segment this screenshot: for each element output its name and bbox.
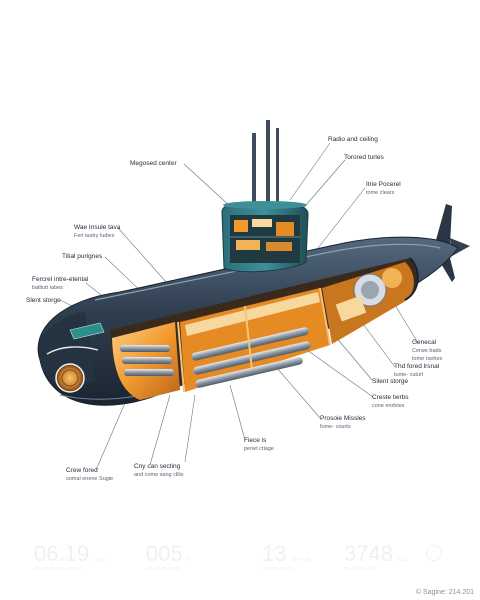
label-magnetic-center: Megosed center [130,160,177,167]
hull-highlight [94,243,441,301]
label-silent-storage-right: Silent storge [372,378,409,385]
ghost-stat-1: 06.19 oayt ttie tomnt teve cosvrs [34,541,105,573]
sonar-ring [61,369,79,387]
bow-ring [46,346,99,355]
tower-top [223,201,307,209]
ghost-stat-3: 13 Sie ede tom ttie hmmr [262,541,312,573]
cutaway-edge [404,257,419,301]
bow-sonar-dome [55,363,85,393]
label-silent-storage-left: Slent storge [26,297,61,304]
ghost-stat-2: 005 tt toes ttiert corvis [146,541,191,573]
forward-hatch [69,322,105,340]
label-torpedo-tubes-top: Torored turles [344,154,384,161]
masts [252,120,279,213]
leader-lines [59,142,419,471]
torpedo-tubes [120,345,174,376]
label-radio-and-ceiling: Radio and ceiling [328,136,378,143]
ghost-stat-4: 3748 Esa trol rome sent [344,541,408,573]
bulkheads [177,287,331,393]
watermark: © Sagine: 214.201 [415,589,474,596]
ghost-circle-icon [426,545,442,561]
engine-machinery [335,268,402,322]
tower-interior [230,215,300,263]
label-total-pumps: Titial purignes [62,253,103,260]
tail-fin [436,204,452,245]
upper-deck [185,292,320,336]
